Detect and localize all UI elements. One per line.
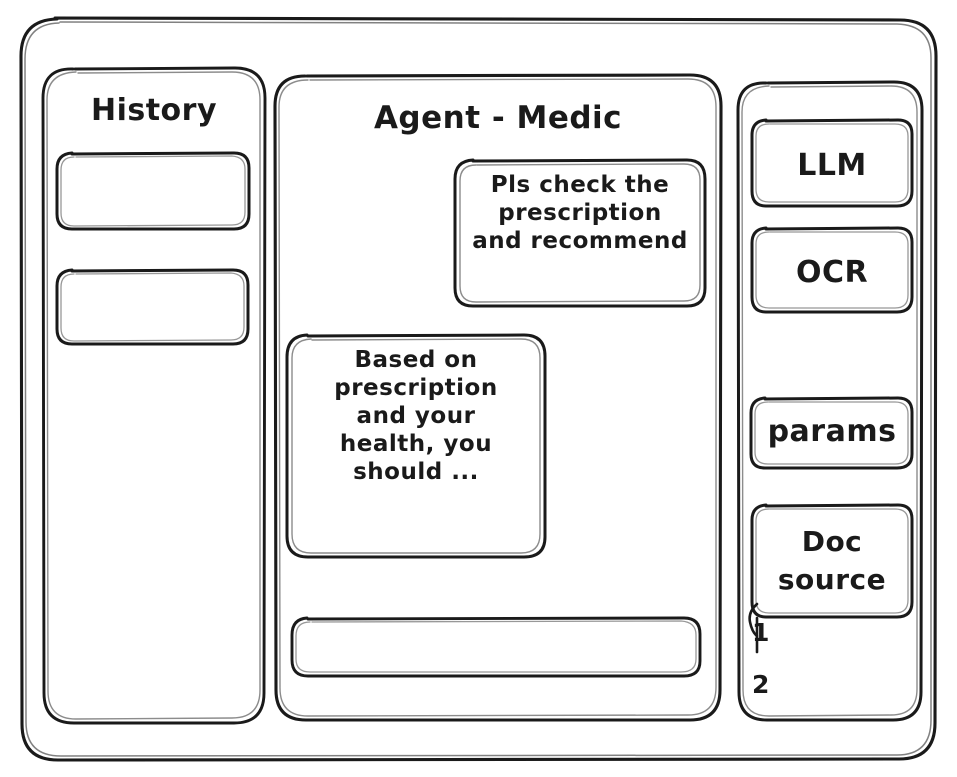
agent-panel-title: Agent - Medic bbox=[373, 100, 623, 136]
chat-message-user-text: Pls check the prescription and recommend bbox=[472, 172, 688, 255]
message-input[interactable] bbox=[292, 618, 700, 676]
history-list-item[interactable] bbox=[57, 270, 249, 344]
tool-button-ocr-label: OCR bbox=[795, 255, 869, 290]
tool-button-doc-source-label: Doc source bbox=[777, 525, 887, 596]
doc-source-list-item[interactable]: 1 bbox=[752, 618, 770, 647]
tool-button-llm-label: LLM bbox=[797, 148, 867, 183]
chat-message-assistant-text: Based on prescription and your health, y… bbox=[334, 347, 498, 486]
tool-button-params-label: params bbox=[767, 414, 897, 449]
doc-source-list-item[interactable]: 2 bbox=[752, 670, 770, 699]
history-panel-title: History bbox=[90, 93, 218, 128]
history-list-item[interactable] bbox=[57, 153, 249, 229]
